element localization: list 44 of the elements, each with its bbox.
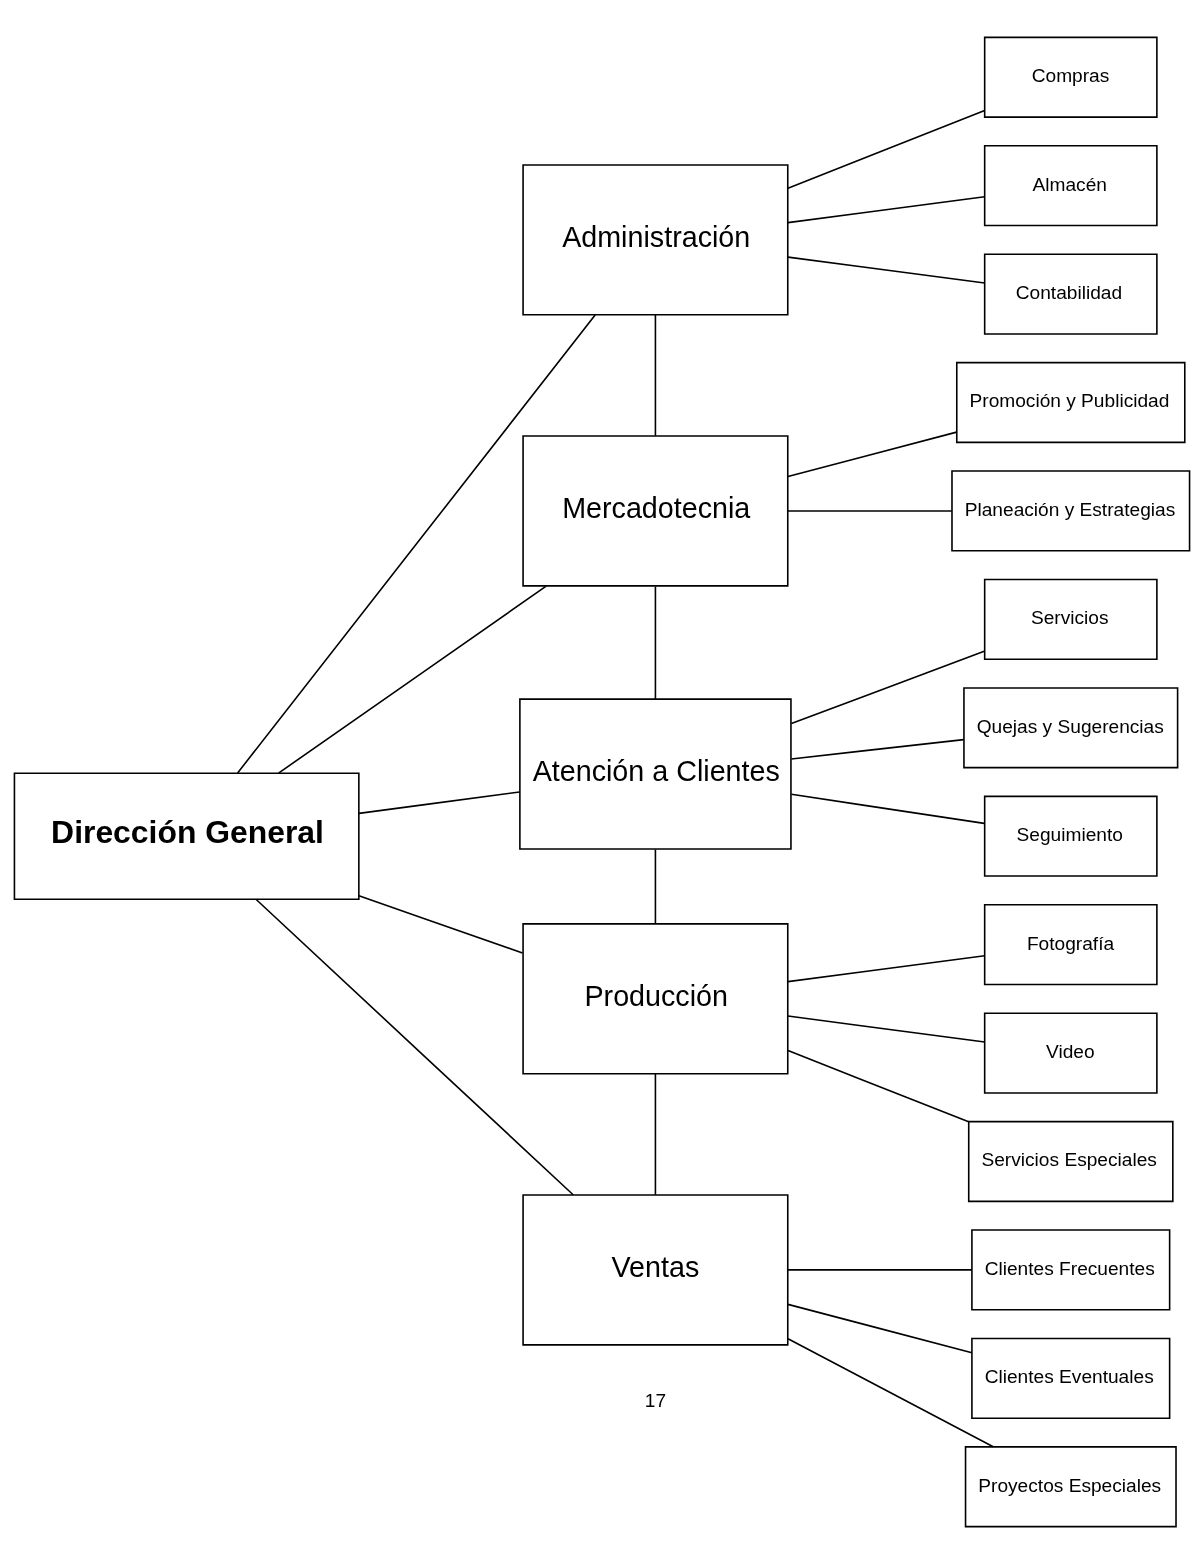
connector xyxy=(236,314,596,774)
node-box: Ventas xyxy=(522,1194,789,1346)
connector xyxy=(787,196,986,224)
connector xyxy=(358,791,521,815)
node-box: Servicios xyxy=(983,578,1158,661)
node-box: Contabilidad xyxy=(983,253,1158,335)
node-box: Almacén xyxy=(983,145,1158,227)
connector xyxy=(654,848,657,925)
connector xyxy=(787,256,986,284)
connector xyxy=(787,510,953,512)
connector xyxy=(787,431,958,478)
connector xyxy=(790,650,985,725)
node-box: Quejas y Sugerencias xyxy=(963,687,1179,769)
node-box: Administración xyxy=(522,164,789,316)
connector xyxy=(255,898,574,1196)
connector xyxy=(787,1049,970,1123)
node-box: Video xyxy=(983,1012,1158,1094)
node-box: Servicios Especiales xyxy=(967,1120,1174,1203)
node-box: Producción xyxy=(522,923,789,1075)
node-box: Fotografía xyxy=(983,903,1158,986)
connector xyxy=(654,314,657,437)
connector xyxy=(654,585,657,700)
node-box: Promoción y Publicidad xyxy=(955,361,1186,444)
connector xyxy=(787,109,986,189)
node-box: Clientes Frecuentes xyxy=(971,1229,1171,1311)
node-box: Compras xyxy=(983,36,1158,118)
connector xyxy=(790,793,985,825)
node-box: Planeación y Estrategias xyxy=(951,470,1191,552)
connector xyxy=(787,954,986,983)
node-box: Proyectos Especiales xyxy=(964,1446,1177,1528)
connector xyxy=(787,1269,973,1271)
connector xyxy=(654,1073,657,1196)
node-box: Atención a Clientes xyxy=(519,698,792,850)
connector xyxy=(787,1303,973,1354)
connector xyxy=(790,738,965,760)
connector xyxy=(358,895,524,954)
node-box: Seguimiento xyxy=(983,795,1158,877)
connector xyxy=(277,585,547,774)
connector xyxy=(787,1015,986,1043)
node-box: Dirección General xyxy=(13,772,360,900)
connector xyxy=(787,1338,994,1448)
label: 17 xyxy=(644,1390,667,1412)
node-box: Mercadotecnia xyxy=(522,435,789,587)
node-box: Clientes Eventuales xyxy=(971,1337,1171,1419)
